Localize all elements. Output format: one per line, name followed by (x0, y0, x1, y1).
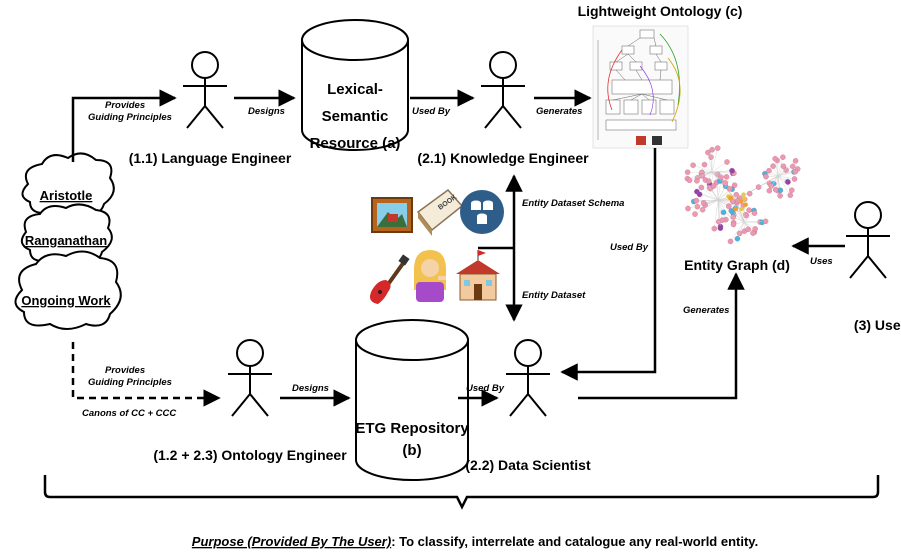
entity-graph-label: Entity Graph (d) (684, 257, 790, 273)
svg-text:(b): (b) (402, 442, 421, 459)
woman-icon (414, 250, 446, 302)
edge-used-by-top: Used By (412, 106, 451, 117)
edge-used-by-bottom: Used By (466, 383, 505, 394)
user-label: (3) User (854, 317, 901, 333)
data-scientist-figure (505, 339, 551, 417)
edge-provides-top: Provides (105, 100, 145, 111)
entity-graph-image (684, 145, 801, 245)
svg-text:Lexical-: Lexical- (327, 81, 383, 98)
edge-provides-bottom: Provides (105, 365, 145, 376)
edge-designs-bottom: Designs (292, 383, 329, 394)
svg-text:ETG Repository: ETG Repository (355, 420, 469, 437)
cloud-ranganathan: Ranganathan (25, 233, 107, 248)
ontology-engineer-figure (227, 339, 273, 417)
database-icon (460, 190, 504, 234)
ontology-title: Lightweight Ontology (c) (578, 3, 743, 19)
edge-canons: Canons of CC + CCC (82, 408, 176, 419)
edge-entity-dataset-schema: Entity Dataset Schema (522, 198, 624, 209)
purpose-statement: Purpose (Provided By The User): To class… (192, 534, 758, 549)
ontology-engineer-label: (1.2 + 2.3) Ontology Engineer (153, 447, 347, 463)
edge-generates-bottom: Generates (683, 305, 729, 316)
edge-used-by-right: Used By (610, 242, 649, 253)
source-clouds: Aristotle Ranganathan Ongoing Work (14, 152, 122, 330)
purpose-text: : To classify, interrelate and catalogue… (391, 534, 758, 549)
edge-guiding-top: Guiding Principles (88, 112, 172, 123)
svg-text:Resource (a): Resource (a) (310, 135, 401, 152)
edge-uses: Uses (810, 256, 833, 267)
data-scientist-label: (2.2) Data Scientist (465, 457, 591, 473)
edge-guiding-bottom: Guiding Principles (88, 377, 172, 388)
edges (43, 89, 880, 510)
school-icon (456, 250, 500, 301)
purpose-emphasis: Purpose (Provided By The User) (192, 534, 391, 549)
user-figure (845, 201, 891, 279)
svg-text:Semantic: Semantic (322, 108, 389, 125)
cloud-ongoing-work: Ongoing Work (21, 293, 111, 308)
book-icon: BOOK (416, 188, 464, 236)
language-engineer-label: (1.1) Language Engineer (129, 150, 292, 166)
knowledge-engineer-label: (2.1) Knowledge Engineer (417, 150, 589, 166)
cloud-aristotle: Aristotle (40, 188, 93, 203)
lexical-semantic-resource-store: Lexical- Semantic Resource (a) (301, 19, 409, 152)
guitar-icon (370, 254, 410, 304)
language-engineer-figure (182, 51, 228, 129)
etg-repository-store: ETG Repository (b) (355, 319, 469, 481)
edge-entity-dataset: Entity Dataset (522, 290, 586, 301)
ontology-thumbnail (592, 25, 689, 149)
knowledge-engineer-figure (480, 51, 526, 129)
edge-designs-top: Designs (248, 106, 285, 117)
picture-icon (371, 197, 413, 233)
edge-generates-top: Generates (536, 106, 582, 117)
